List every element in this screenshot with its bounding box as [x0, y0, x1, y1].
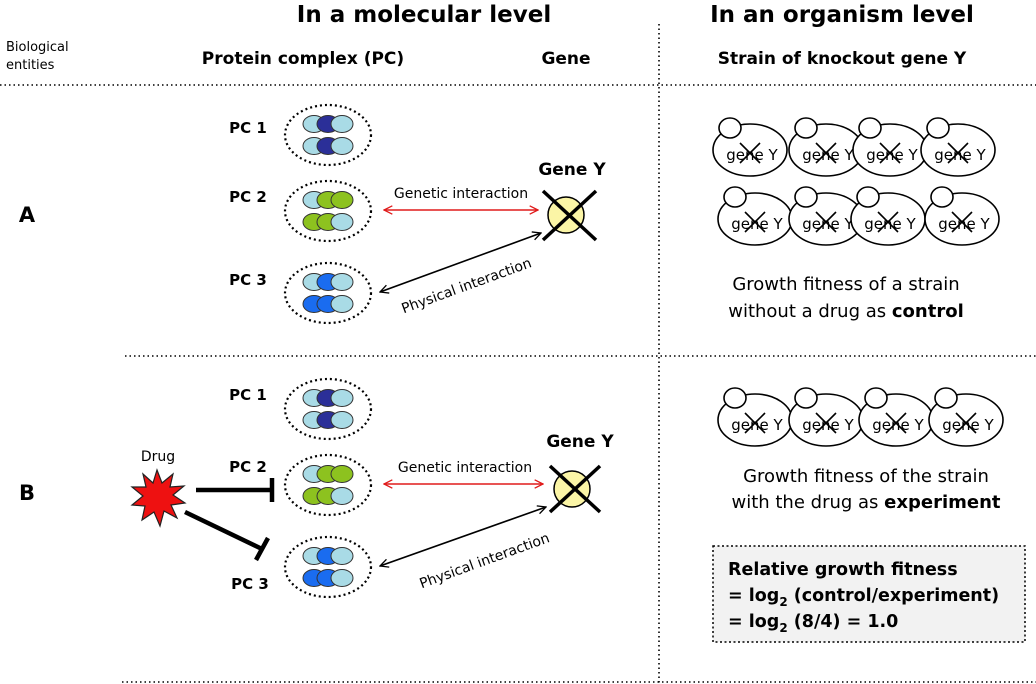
a-strain-cell: gene Y — [850, 186, 926, 246]
b-gene-y-label: Gene Y — [546, 432, 614, 452]
a-pc2-boundary — [283, 179, 373, 243]
a-pc2-label: PC 2 — [229, 188, 267, 206]
b-strain-cell: gene Y — [788, 387, 864, 447]
b-inhibition-pc3-bar — [254, 536, 270, 562]
column-biological-entities-line1: Biological — [6, 40, 69, 55]
a-genetic-interaction-label: Genetic interaction — [394, 186, 528, 202]
a-pc2-subunit — [330, 213, 354, 231]
a-pc3-subunit — [330, 273, 354, 291]
formula-title: Relative growth fitness — [728, 560, 958, 580]
b-fitness-line1: Growth fitness of the strain — [743, 466, 989, 487]
formula-line3: = log2 (8/4) = 1.0 — [728, 612, 898, 635]
a-pc1-subunit — [330, 137, 354, 155]
a-pc3-boundary — [283, 261, 373, 325]
a-physical-interaction-label: Physical interaction — [399, 255, 533, 317]
a-pc1-boundary — [283, 103, 373, 167]
a-strain-cell: gene Y — [924, 186, 1000, 246]
header-molecular-level: In a molecular level — [297, 2, 551, 28]
a-strain-cell: gene Y — [852, 117, 928, 177]
a-strain-cell: gene Y — [920, 117, 996, 177]
b-inhibition-pc3-line — [184, 509, 263, 552]
b-strain-cell: gene Y — [717, 387, 793, 447]
a-physical-interaction-arrow — [380, 233, 541, 292]
a-strain-cell: gene Y — [717, 186, 793, 246]
a-fitness-line1: Growth fitness of a strain — [732, 274, 959, 295]
a-pc1-label: PC 1 — [229, 119, 267, 137]
a-pc2-subunit — [330, 191, 354, 209]
b-physical-interaction-arrow — [380, 507, 546, 566]
b-physical-interaction-label: Physical interaction — [417, 530, 551, 592]
section-b-label: B — [19, 481, 35, 505]
formula-box — [712, 545, 1026, 643]
a-gene-y-knockout-icon — [541, 189, 598, 242]
b-genetic-interaction-label: Genetic interaction — [398, 460, 532, 476]
b-pc1-boundary — [283, 377, 373, 441]
b-pc2-label: PC 2 — [229, 458, 267, 476]
a-protein-complex-1 — [283, 103, 373, 167]
b-pc3-boundary — [283, 535, 373, 599]
section-a-label: A — [19, 203, 36, 227]
a-pc3-subunit — [330, 295, 354, 313]
b-pc3-label: PC 3 — [231, 575, 269, 593]
b-strain-cell: gene Y — [858, 387, 934, 447]
a-pc1-subunit — [330, 115, 354, 133]
a-strain-cell: gene Y — [788, 186, 864, 246]
b-pc1-label: PC 1 — [229, 386, 267, 404]
b-pc1-subunit — [330, 389, 354, 407]
b-fitness-line2: with the drug as experiment — [731, 492, 1000, 513]
a-pc3-label: PC 3 — [229, 271, 267, 289]
b-pc1-subunit — [330, 411, 354, 429]
a-protein-complex-3 — [283, 261, 373, 325]
b-pc2-subunit — [330, 487, 354, 505]
b-pc2-subunit — [330, 465, 354, 483]
column-protein-complex: Protein complex (PC) — [202, 49, 404, 69]
a-gene-y-label: Gene Y — [538, 160, 606, 180]
b-strain-cell: gene Y — [928, 387, 1004, 447]
b-protein-complex-2 — [283, 453, 373, 517]
column-biological-entities-line2: entities — [6, 58, 55, 73]
column-strain: Strain of knockout gene Y — [718, 49, 967, 69]
header-organism-level: In an organism level — [710, 2, 974, 28]
drug-starburst-icon — [130, 468, 187, 528]
column-gene: Gene — [541, 49, 590, 69]
b-protein-complex-3 — [283, 535, 373, 599]
a-protein-complex-2 — [283, 179, 373, 243]
b-pc3-subunit — [330, 547, 354, 565]
formula-line2: = log2 (control/experiment) — [728, 586, 999, 609]
a-strain-cell: gene Y — [712, 117, 788, 177]
b-gene-y-knockout-icon — [548, 464, 602, 514]
drug-label: Drug — [141, 449, 175, 465]
a-strain-cell: gene Y — [788, 117, 864, 177]
a-fitness-line2: without a drug as control — [728, 301, 964, 322]
b-pc3-subunit — [330, 569, 354, 587]
b-protein-complex-1 — [283, 377, 373, 441]
b-pc2-boundary — [283, 453, 373, 517]
